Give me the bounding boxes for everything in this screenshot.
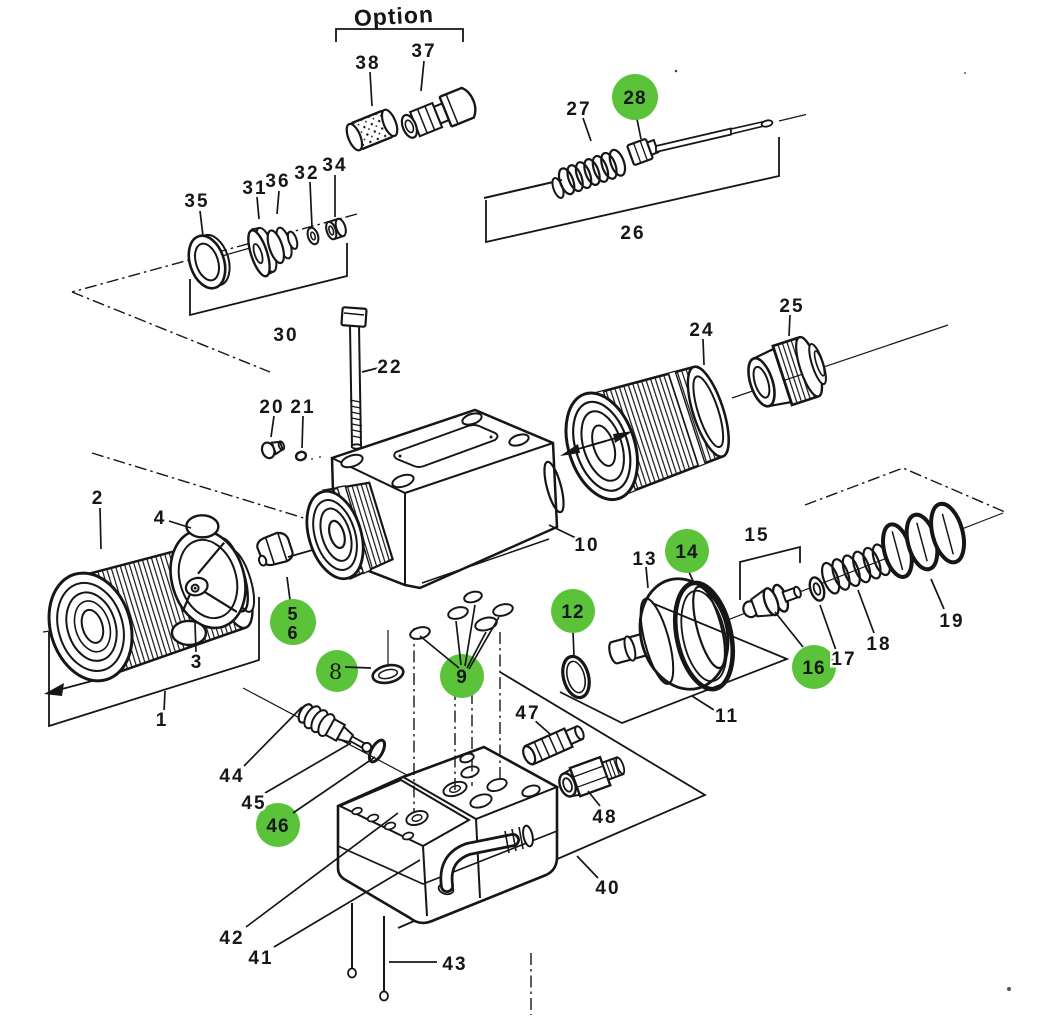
part-13-drawing xyxy=(608,577,730,691)
part-label-18: 18 xyxy=(866,634,891,655)
part-label-31: 31 xyxy=(242,178,267,199)
part-label-22: 22 xyxy=(377,357,402,378)
part-hotspot-28[interactable]: 28 xyxy=(612,74,658,120)
nozzle-row xyxy=(187,217,348,317)
part-label-17: 17 xyxy=(831,649,856,670)
part-label-30: 30 xyxy=(273,325,298,346)
part-label-11: 11 xyxy=(715,706,739,727)
part-label-32: 32 xyxy=(294,163,319,184)
part-4-3-drawing xyxy=(169,514,250,647)
part-label-16: 16 xyxy=(802,658,825,679)
assembly-arrows xyxy=(560,431,633,456)
part-label-46: 46 xyxy=(266,816,289,837)
part-hotspot-5-6[interactable]: 5 6 xyxy=(270,599,316,645)
part-label-6: 6 xyxy=(287,623,298,643)
part-31-36-drawing xyxy=(247,226,299,278)
part-label-40: 40 xyxy=(595,878,620,899)
part-37-drawing xyxy=(400,86,477,139)
part-label-1: 1 xyxy=(156,710,169,731)
part-label-35: 35 xyxy=(184,191,209,212)
regulator-cluster xyxy=(559,501,967,724)
base-group xyxy=(297,671,707,1002)
part-17-drawing xyxy=(808,576,826,602)
highlight-hotspots: 28 5 6 8 9 12 14 16 46 xyxy=(256,74,836,847)
part-43-drawing xyxy=(347,903,389,1002)
part-label-41: 41 xyxy=(248,948,273,969)
part-10-drawing xyxy=(305,408,565,590)
part-label-28: 28 xyxy=(623,88,646,109)
part-label-20: 20 xyxy=(259,397,284,418)
part-label-26: 26 xyxy=(620,223,645,244)
part-hotspot-9[interactable]: 9 xyxy=(419,604,500,698)
part-label-19: 19 xyxy=(939,611,964,632)
port-centerlines xyxy=(413,628,532,1015)
part-label-43: 43 xyxy=(442,954,467,975)
part-label-45: 45 xyxy=(241,793,266,814)
part-label-42: 42 xyxy=(219,928,244,949)
part-label-24: 24 xyxy=(689,320,714,341)
part-label-5: 5 xyxy=(287,604,298,624)
part-48-drawing xyxy=(558,755,626,798)
part-5-6-drawing xyxy=(256,531,294,567)
part-label-10: 10 xyxy=(574,535,599,556)
part-label-27: 27 xyxy=(566,99,591,120)
option-group xyxy=(335,28,477,152)
part-25-drawing xyxy=(747,335,827,408)
leader-lines xyxy=(99,60,945,963)
part-label-14: 14 xyxy=(675,542,698,563)
part-label-36: 36 xyxy=(265,171,290,192)
part-label-44: 44 xyxy=(219,766,244,787)
part-label-48: 48 xyxy=(592,807,617,828)
part-label-13: 13 xyxy=(632,549,657,570)
part-label-25: 25 xyxy=(779,296,804,317)
part-label-4: 4 xyxy=(154,508,167,529)
part-label-15: 15 xyxy=(744,525,769,546)
part-12-oring-drawing xyxy=(561,654,591,700)
part-24-drawing xyxy=(564,365,730,502)
part-hotspot-12[interactable]: 12 xyxy=(551,589,595,633)
part-22-drawing xyxy=(340,306,368,450)
part-28-drawing xyxy=(626,138,660,166)
part-label-21: 21 xyxy=(290,397,315,418)
part-label-37: 37 xyxy=(411,41,436,62)
part-label-47: 47 xyxy=(515,703,540,724)
part-19-drawing xyxy=(881,501,967,579)
part-label-12: 12 xyxy=(561,602,584,623)
part-44-drawing xyxy=(297,703,373,753)
option-label: Option xyxy=(353,1,434,31)
part-16-drawing xyxy=(742,583,802,619)
part-21-drawing xyxy=(294,450,308,462)
part-labels: Option 1 2 3 4 10 11 13 15 17 18 19 20 2… xyxy=(89,1,965,978)
part-32-drawing xyxy=(306,226,320,246)
aircap-assembly xyxy=(44,514,333,728)
part-label-34: 34 xyxy=(322,155,347,176)
part-45-46-oring-drawing xyxy=(367,738,387,764)
part-47-drawing xyxy=(522,725,585,766)
part-hotspot-46[interactable]: 46 xyxy=(256,756,376,847)
part-8-oring-drawing xyxy=(371,663,405,685)
part-35-drawing xyxy=(187,233,231,290)
part-34-drawing xyxy=(325,217,347,241)
part-hotspot-16[interactable]: 16 xyxy=(792,645,836,689)
needle-assembly xyxy=(483,113,807,244)
part-label-2: 2 xyxy=(92,488,105,509)
part-hotspot-14[interactable]: 14 xyxy=(665,529,709,573)
print-specks xyxy=(674,69,1011,991)
part-20-drawing xyxy=(260,440,286,460)
part-41-42-drawing xyxy=(336,745,560,925)
part-27-drawing xyxy=(557,148,627,196)
part-38-drawing xyxy=(345,108,399,152)
part-label-3: 3 xyxy=(191,652,204,673)
part-14-ring-drawing xyxy=(673,580,735,692)
part-label-9: 9 xyxy=(456,667,468,688)
part-label-8: 8 xyxy=(329,660,343,684)
part-label-38: 38 xyxy=(355,53,380,74)
fasteners-top xyxy=(260,306,368,462)
part-hotspot-8[interactable]: 8 xyxy=(316,650,372,692)
